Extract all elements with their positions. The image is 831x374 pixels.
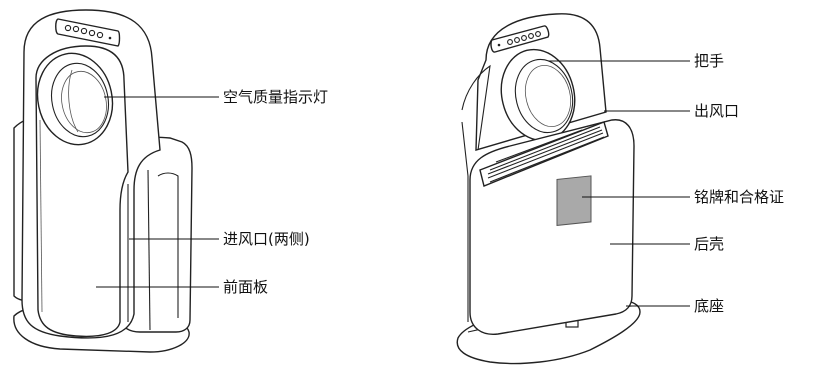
- rear-nameplate: [556, 175, 592, 227]
- indicator-dot: [96, 31, 104, 39]
- rear-indicator-dots: [497, 31, 541, 47]
- label-rear-shell: 后壳: [694, 235, 725, 253]
- label-handle: 把手: [694, 52, 725, 70]
- indicator-dot: [64, 24, 72, 32]
- indicator-dot: [80, 27, 88, 35]
- front-control-panel: [55, 18, 121, 47]
- indicator-dot: [514, 37, 520, 43]
- label-nameplate: 铭牌和合格证: [694, 188, 785, 206]
- label-air-quality-light: 空气质量指示灯: [223, 88, 329, 106]
- front-purifier: [13, 9, 193, 353]
- rear-control-panel: [490, 25, 550, 53]
- indicator-dot: [507, 39, 513, 45]
- indicator-dot: [88, 29, 96, 37]
- indicator-dot: [528, 33, 534, 39]
- label-base: 底座: [694, 297, 725, 315]
- rear-outlet-slots: [487, 126, 605, 183]
- front-indicator-dots: [64, 24, 112, 40]
- indicator-dot: [497, 43, 501, 47]
- label-front-panel: 前面板: [223, 278, 269, 296]
- indicator-dot: [72, 25, 80, 33]
- indicator-dot: [521, 35, 527, 41]
- indicator-dot: [535, 31, 541, 37]
- indicator-dot: [108, 36, 112, 40]
- label-air-outlet: 出风口: [694, 102, 740, 120]
- label-air-inlet: 进风口(两侧): [223, 230, 310, 248]
- rear-air-outlet-grille: [479, 121, 609, 187]
- rear-purifier: [456, 13, 641, 365]
